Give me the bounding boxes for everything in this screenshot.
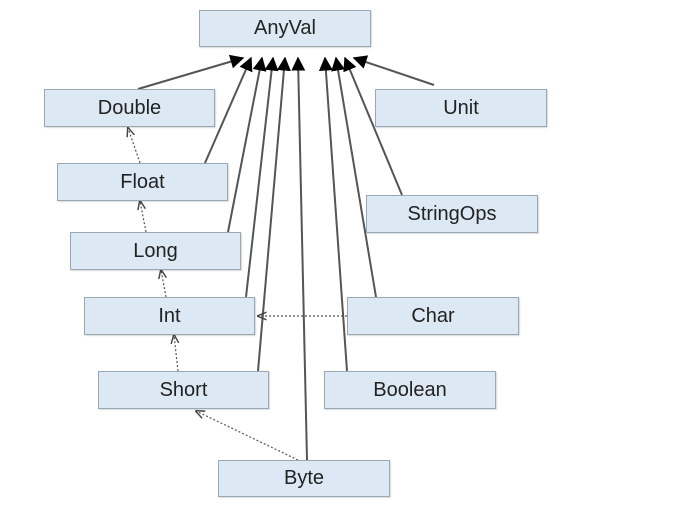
node-double: Double (44, 89, 215, 127)
node-char: Char (347, 297, 519, 335)
node-float: Float (57, 163, 228, 201)
node-short: Short (98, 371, 269, 409)
node-int: Int (84, 297, 255, 335)
edge-unit-to-anyval (352, 55, 435, 86)
conversion-edges (128, 128, 347, 461)
edge-boolean-to-anyval (318, 56, 348, 372)
conversion-float-to-double (128, 128, 141, 164)
node-boolean: Boolean (324, 371, 496, 409)
conversion-byte-to-short (196, 411, 299, 461)
conversion-long-to-float (140, 201, 147, 233)
node-stringops: StringOps (366, 195, 538, 233)
edge-byte-to-anyval (291, 56, 308, 461)
edge-float-to-anyval (204, 56, 253, 164)
subtype-edges (137, 54, 435, 461)
edge-char-to-anyval (331, 56, 377, 298)
node-long: Long (70, 232, 241, 270)
node-anyval: AnyVal (199, 10, 371, 47)
edge-long-to-anyval (227, 56, 267, 233)
edge-stringops-to-anyval (343, 56, 403, 196)
conversion-short-to-int (174, 335, 178, 372)
edge-double-to-anyval (137, 54, 245, 90)
conversion-int-to-long (161, 270, 166, 298)
edge-int-to-anyval (245, 56, 279, 298)
node-byte: Byte (218, 460, 390, 497)
node-unit: Unit (375, 89, 547, 127)
edge-short-to-anyval (257, 56, 291, 372)
